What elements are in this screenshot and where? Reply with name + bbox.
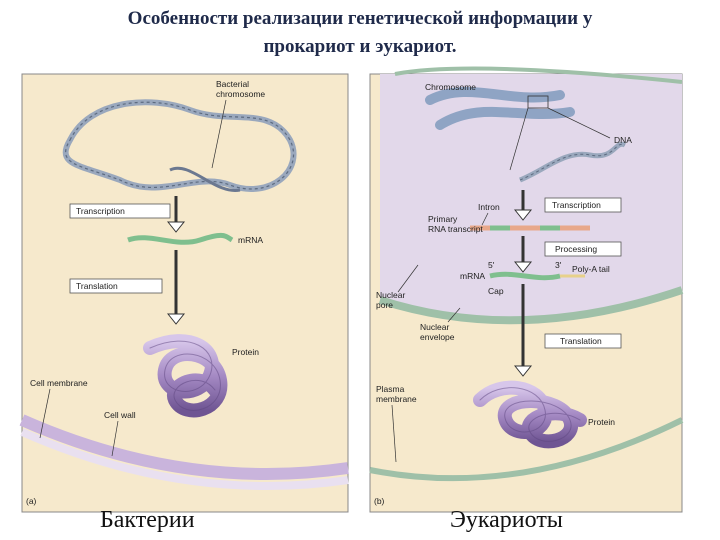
label-processing: Processing xyxy=(555,244,597,254)
mrna-strand-b xyxy=(489,271,561,281)
label-translation-a: Translation xyxy=(76,281,118,291)
leader-chromosome xyxy=(211,99,227,169)
cell-membrane-band xyxy=(20,428,349,490)
label-nuclear-envelope-1: Nuclear xyxy=(420,322,449,332)
panel-b-letter: (b) xyxy=(374,496,385,506)
leader-nuclear-envelope xyxy=(447,307,461,323)
protein-coil-a xyxy=(143,334,228,418)
label-plasma-membrane-1: Plasma xyxy=(376,384,405,394)
label-intron: Intron xyxy=(478,202,500,212)
cell-wall-band xyxy=(19,414,349,480)
label-nuclear-pore-2: pore xyxy=(376,300,393,310)
label-three-prime: 3' xyxy=(555,260,562,270)
label-cap: Cap xyxy=(488,286,504,296)
protein-coil-b xyxy=(473,380,587,449)
panel-b-eukaryote: Chromosome DNA Intron Transcription Prim… xyxy=(369,66,684,513)
label-cell-membrane: Cell membrane xyxy=(30,378,88,388)
arrowhead-transcription-b xyxy=(513,209,533,221)
transcription-box-b xyxy=(544,197,622,213)
label-mrna-a: mRNA xyxy=(238,235,263,245)
plasma-membrane-arc xyxy=(369,417,684,482)
translation-box-b xyxy=(544,333,622,349)
panel-a-letter: (a) xyxy=(26,496,37,506)
label-dna: DNA xyxy=(614,135,632,145)
leader-intron xyxy=(481,212,489,226)
label-nuclear-pore-1: Nuclear xyxy=(376,290,405,300)
caption-bacteria: Бактерии xyxy=(100,507,195,533)
label-bacterial-chromosome-2: chromosome xyxy=(216,89,265,99)
label-plasma-membrane-2: membrane xyxy=(376,394,417,404)
label-transcription-a: Transcription xyxy=(76,206,125,216)
processing-box xyxy=(544,241,622,257)
leader-cell-wall xyxy=(111,420,119,457)
arrowhead-processing xyxy=(513,261,533,273)
mrna-strand-a xyxy=(127,232,234,245)
panel-a-prokaryote: Bacterial chromosome Transcription mRNA … xyxy=(19,73,349,513)
arrowhead-translation-a xyxy=(166,313,186,325)
leader-plasma-membrane xyxy=(391,404,397,463)
label-cell-wall: Cell wall xyxy=(104,410,136,420)
label-five-prime: 5' xyxy=(488,260,495,270)
leader-dna-zoom-1 xyxy=(547,107,611,139)
nucleus-region xyxy=(380,74,682,321)
transcription-box-a xyxy=(69,203,171,219)
bacterial-chromosome-loop xyxy=(62,99,297,192)
leader-nuclear-pore xyxy=(397,264,419,293)
label-chromosome: Chromosome xyxy=(425,82,476,92)
slide-title-line1: Особенности реализации генетической инфо… xyxy=(127,8,593,29)
label-nuclear-envelope-2: envelope xyxy=(420,332,455,342)
label-protein-a: Protein xyxy=(232,347,259,357)
leader-dna-zoom-2 xyxy=(509,107,529,171)
caption-eukaryotes: Эукариоты xyxy=(450,507,563,533)
label-transcription-b: Transcription xyxy=(552,200,601,210)
label-primary-rna-2: RNA transcript xyxy=(428,224,483,234)
arrowhead-transcription-a xyxy=(166,221,186,233)
nuclear-envelope-top xyxy=(394,66,683,84)
label-protein-b: Protein xyxy=(588,417,615,427)
nuclear-envelope-arc xyxy=(378,286,684,325)
translation-box-a xyxy=(69,278,163,294)
label-poly-a: Poly-A tail xyxy=(572,264,610,274)
label-translation-b: Translation xyxy=(560,336,602,346)
label-mrna-b: mRNA xyxy=(460,271,485,281)
label-primary-rna-1: Primary xyxy=(428,214,458,224)
label-bacterial-chromosome-1: Bacterial xyxy=(216,79,249,89)
dna-strand-b xyxy=(519,141,627,183)
arrowhead-translation-b xyxy=(513,365,533,377)
slide-title-line2: прокариот и эукариот. xyxy=(263,36,457,57)
leader-cell-membrane xyxy=(39,388,51,439)
eukaryotic-chromosome xyxy=(425,87,575,130)
